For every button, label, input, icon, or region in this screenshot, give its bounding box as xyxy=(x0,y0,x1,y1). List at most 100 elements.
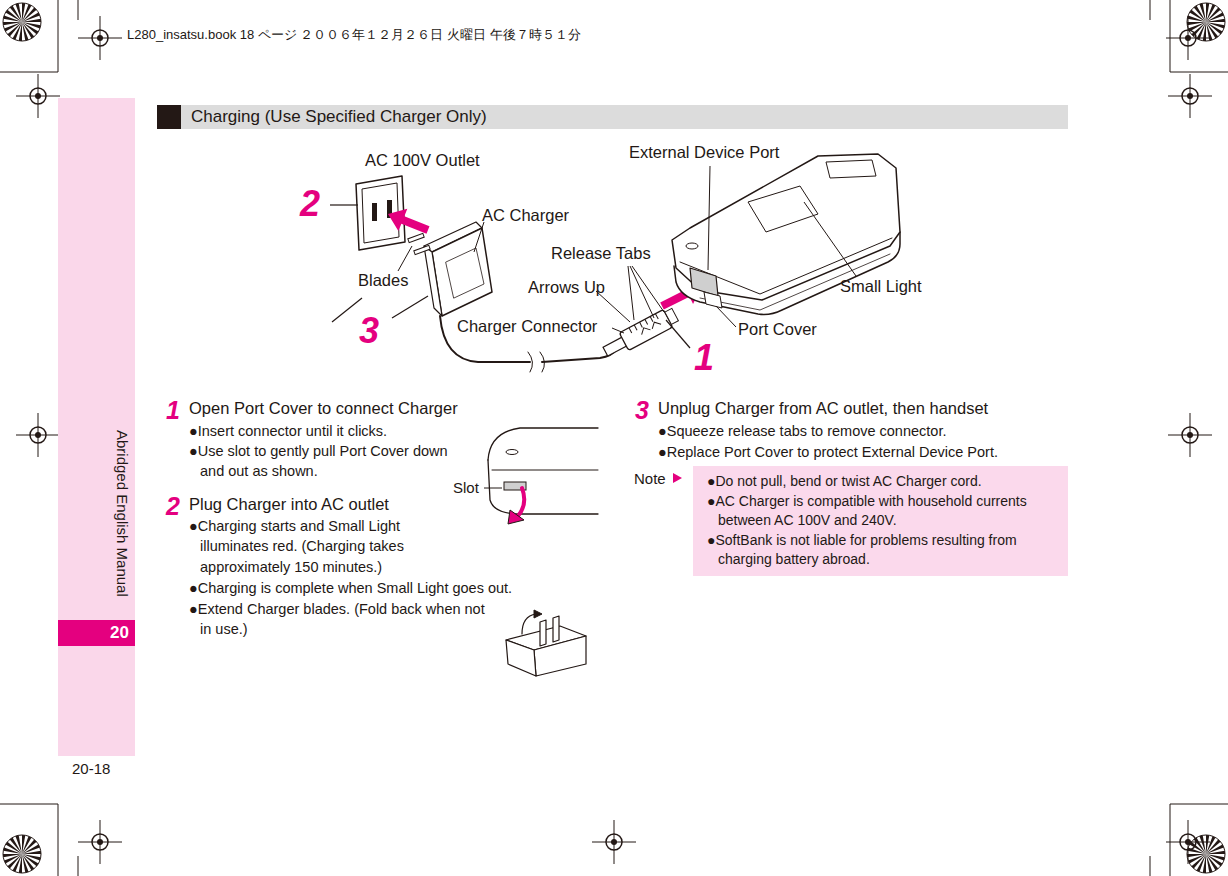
sunburst-ring xyxy=(1187,835,1225,873)
leader-line xyxy=(398,246,412,271)
registration-circle xyxy=(1180,30,1196,46)
leader-line xyxy=(804,202,856,276)
registration-circle xyxy=(1182,88,1198,104)
bullet-text: ●Charging is complete when Small Light g… xyxy=(189,578,620,598)
part-label: Arrows Up xyxy=(528,278,605,298)
sunburst-mark xyxy=(3,835,41,873)
charger-blade xyxy=(408,233,424,242)
crop-mark xyxy=(58,0,59,72)
node-text: ●SoftBank is not liable for problems res… xyxy=(707,531,1060,570)
callout-number: 2 xyxy=(300,186,320,222)
crop-mark xyxy=(1150,856,1151,876)
part-label: Release Tabs xyxy=(551,244,651,264)
handset-display xyxy=(748,186,818,232)
sunburst-wedge xyxy=(1187,854,1206,857)
sunburst-wedge xyxy=(7,22,22,37)
handset-small-light xyxy=(826,160,876,178)
leader-line xyxy=(484,488,502,489)
part-label: Slot xyxy=(453,479,479,497)
crop-mark xyxy=(0,804,58,805)
chapter-tab: 20 xyxy=(58,620,135,646)
leader-line xyxy=(708,166,710,270)
part-label: Blades xyxy=(358,271,408,291)
sunburst-wedge xyxy=(3,22,22,25)
leader-line xyxy=(612,328,624,333)
leader-line xyxy=(716,306,736,327)
registration-dot xyxy=(35,432,41,438)
registration-dot xyxy=(1185,35,1191,41)
crop-mark xyxy=(1150,0,1151,20)
sunburst-wedge xyxy=(1206,851,1225,854)
crop-mark xyxy=(78,856,79,876)
leader-line xyxy=(332,298,362,322)
charger-side xyxy=(506,640,536,676)
handset-speaker xyxy=(506,450,518,455)
sunburst-wedge xyxy=(7,854,22,869)
part-label: External Device Port xyxy=(629,143,779,163)
sunburst-wedge xyxy=(1206,854,1212,873)
crop-mark xyxy=(1170,804,1228,805)
note-box: Note●Do not pull, bend or twist AC Charg… xyxy=(693,466,1068,576)
registration-circle xyxy=(30,427,46,443)
sunburst-wedge xyxy=(1191,854,1206,869)
handset-corner xyxy=(488,460,598,514)
sunburst-mark xyxy=(1187,835,1225,873)
registration-dot xyxy=(97,35,103,41)
sunburst-wedge xyxy=(22,851,41,854)
sunburst-wedge xyxy=(1200,835,1206,854)
connector-tip xyxy=(665,308,679,324)
arrow-up-mark xyxy=(650,320,661,329)
registration-dot xyxy=(35,93,41,99)
sunburst-mark xyxy=(1187,3,1225,41)
sunburst-wedge xyxy=(1206,22,1212,41)
leader-line xyxy=(392,296,428,318)
registration-circle xyxy=(92,30,108,46)
bullet-text: ●Replace Port Cover to protect External … xyxy=(658,442,998,462)
crop-mark xyxy=(0,72,58,73)
fold-arrow-head xyxy=(534,610,542,618)
step-number: 1 xyxy=(166,398,180,423)
step-number: 3 xyxy=(635,398,649,423)
sunburst-wedge xyxy=(22,19,41,22)
note-heading: Note xyxy=(634,470,666,487)
connector-ridge xyxy=(629,328,632,333)
charger-blade xyxy=(540,620,546,646)
leader-line xyxy=(474,222,484,252)
bullet-text: ●Charging starts and Small Light illumin… xyxy=(189,516,456,577)
chapter-sidebar: Abridged English Manual 20 xyxy=(58,98,135,756)
sunburst-wedge xyxy=(16,835,22,854)
step-heading: Unplug Charger from AC outlet, then hand… xyxy=(658,399,988,419)
registration-circle xyxy=(92,834,108,850)
callout-number: 3 xyxy=(359,313,379,349)
handset-seam xyxy=(492,470,598,471)
step-heading: Plug Charger into AC outlet xyxy=(189,495,389,515)
step-heading: Open Port Cover to connect Charger xyxy=(189,399,458,419)
part-label: AC 100V Outlet xyxy=(365,151,480,171)
step-number: 2 xyxy=(166,494,180,519)
bullet-text: ●Squeeze release tabs to remove connecto… xyxy=(658,421,946,441)
pull-arrow-head xyxy=(508,510,524,524)
leader-line xyxy=(632,266,664,312)
insert-arrow xyxy=(388,209,429,234)
node-text: Abridged English Manual xyxy=(113,430,131,597)
bullet-text: ●Insert connector until it clicks. xyxy=(189,421,387,441)
outlet-slot xyxy=(372,203,377,221)
connector-ridge xyxy=(645,319,648,324)
page-number: 20-18 xyxy=(72,760,110,778)
crop-mark xyxy=(1170,0,1171,72)
part-label: Charger Connector xyxy=(457,317,597,337)
sunburst-wedge xyxy=(22,22,28,41)
callout-number: 1 xyxy=(694,340,714,376)
sunburst-wedge xyxy=(1206,19,1225,22)
band-square xyxy=(157,105,181,129)
bullet-text: ●Use slot to gently pull Port Cover down… xyxy=(189,441,456,482)
part-label: Small Light xyxy=(840,277,922,297)
leader-line xyxy=(628,266,634,320)
arrow-up-mark xyxy=(639,325,650,334)
charger-connector xyxy=(601,306,680,361)
header-line: L280_insatsu.book 18 ページ ２００６年１２月２６日 火曜日… xyxy=(127,27,581,43)
crop-mark xyxy=(1170,72,1228,73)
sunburst-wedge xyxy=(22,854,28,873)
